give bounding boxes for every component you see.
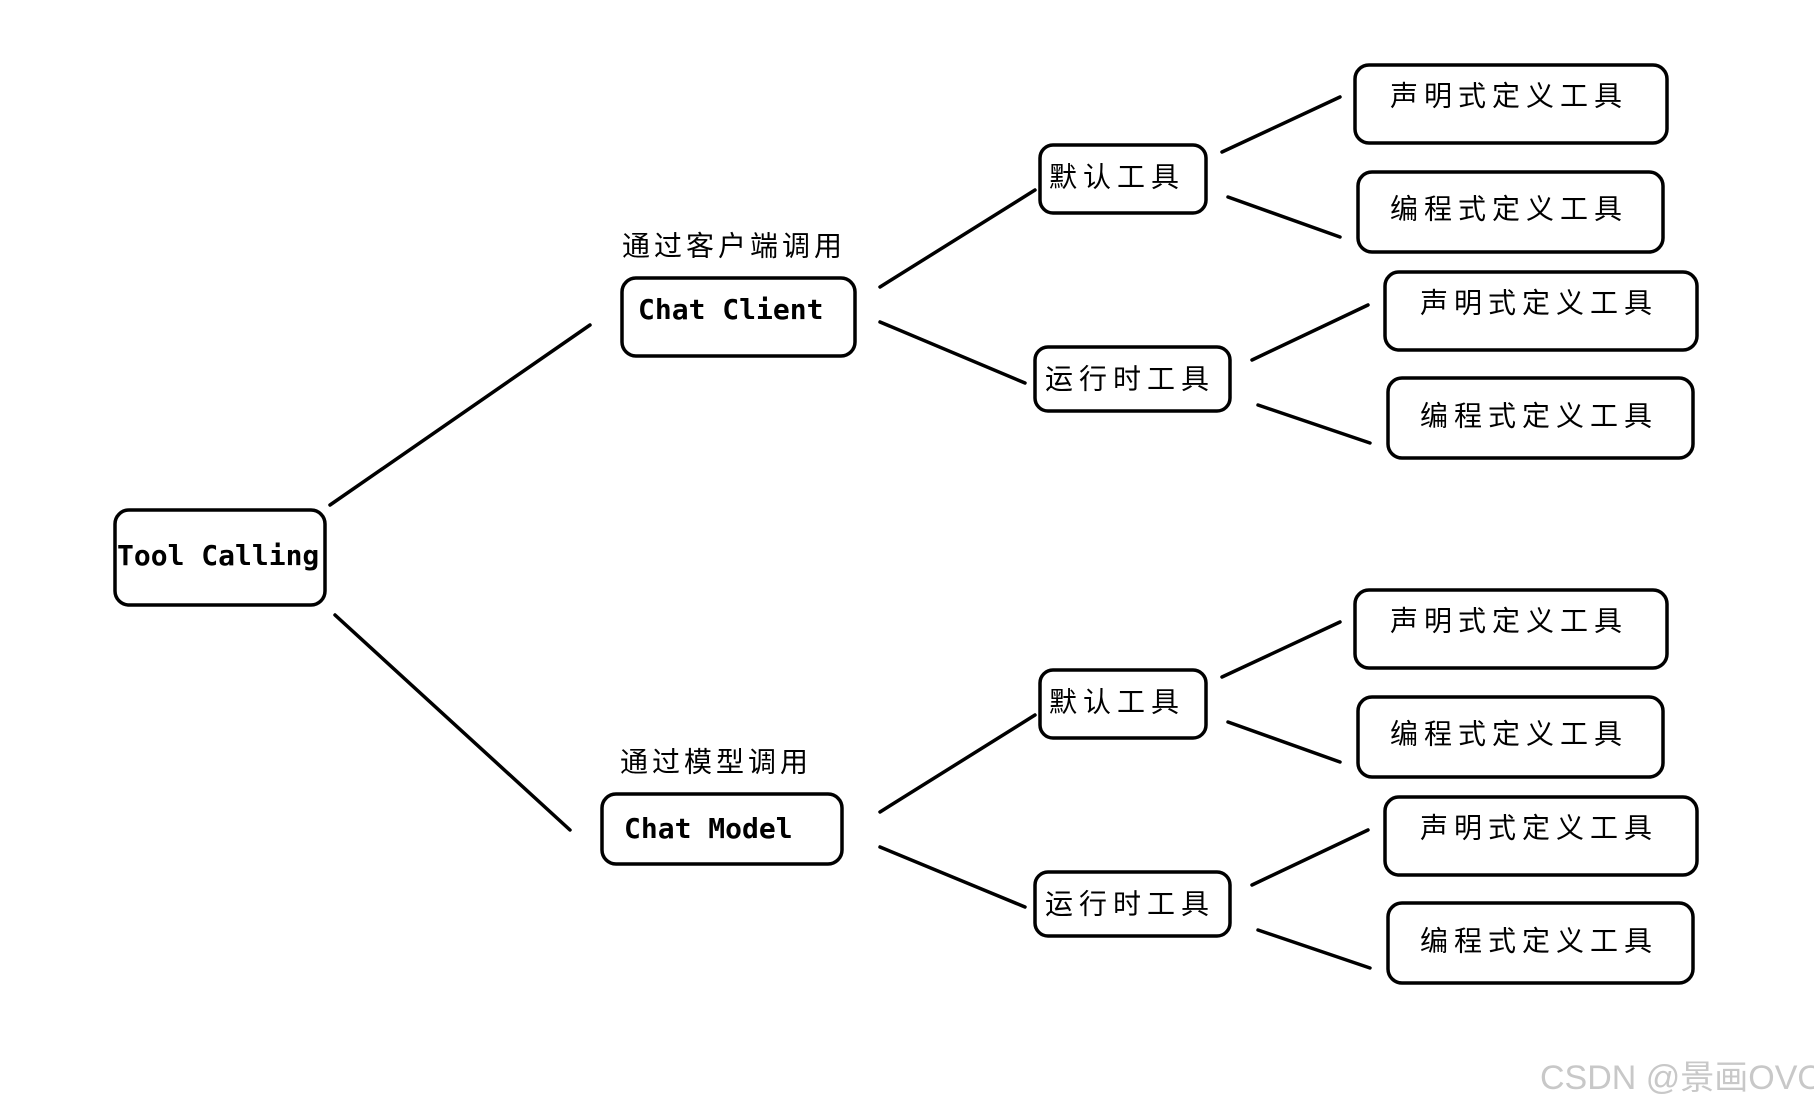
edge-client-runtime-to-declarative [1250,303,1370,362]
client-default-programmatic-label: 编程式定义工具 [1390,193,1628,226]
edge-model-default-to-declarative [1220,620,1342,679]
edge-root-to-chat-model [333,613,572,832]
edge-client-to-default-tools [878,188,1037,289]
client-default-tools-node: 默认工具 [1038,143,1208,215]
client-default-tools-label: 默认工具 [1049,161,1185,194]
client-runtime-tools-node: 运行时工具 [1033,345,1232,413]
chat-client-label: Chat Client [638,293,823,326]
branch-caption-model: 通过模型调用 [620,746,812,779]
model-default-programmatic-leaf: 编程式定义工具 [1356,695,1665,779]
edge-root-to-chat-client [328,323,592,507]
watermark: CSDN @景画OVO [1540,1059,1814,1097]
root-label: Tool Calling [117,539,319,572]
client-runtime-programmatic-leaf: 编程式定义工具 [1386,376,1695,460]
branch-caption-client: 通过客户端调用 [622,230,846,263]
client-default-programmatic-leaf: 编程式定义工具 [1356,170,1665,254]
chat-model-label: Chat Model [624,812,793,845]
client-default-declarative-leaf: 声明式定义工具 [1353,63,1669,145]
model-runtime-tools-label: 运行时工具 [1045,888,1215,921]
model-default-declarative-leaf: 声明式定义工具 [1353,588,1669,670]
model-default-programmatic-label: 编程式定义工具 [1390,718,1628,751]
edge-model-default-to-programmatic [1226,720,1342,764]
model-default-tools-label: 默认工具 [1049,686,1185,719]
client-default-declarative-label: 声明式定义工具 [1390,80,1628,113]
chat-model-node: Chat Model [600,792,844,866]
chat-client-node: Chat Client [620,276,857,358]
model-runtime-programmatic-leaf: 编程式定义工具 [1386,901,1695,985]
edge-client-default-to-declarative [1220,95,1342,154]
edge-client-to-runtime-tools [878,320,1027,385]
client-runtime-tools-label: 运行时工具 [1045,363,1215,396]
client-runtime-declarative-label: 声明式定义工具 [1420,287,1658,320]
model-runtime-programmatic-label: 编程式定义工具 [1420,925,1658,958]
root-node: Tool Calling [113,508,327,607]
edge-model-runtime-to-programmatic [1256,928,1372,970]
model-runtime-declarative-leaf: 声明式定义工具 [1383,795,1699,877]
model-default-declarative-label: 声明式定义工具 [1390,605,1628,638]
edge-model-runtime-to-declarative [1250,828,1370,887]
model-default-tools-node: 默认工具 [1038,668,1208,740]
model-runtime-tools-node: 运行时工具 [1033,870,1232,938]
client-runtime-declarative-leaf: 声明式定义工具 [1383,270,1699,352]
edge-model-to-default-tools [878,713,1037,814]
model-runtime-declarative-label: 声明式定义工具 [1420,812,1658,845]
edge-model-to-runtime-tools [878,845,1027,909]
edge-client-default-to-programmatic [1226,195,1342,239]
client-runtime-programmatic-label: 编程式定义工具 [1420,400,1658,433]
edge-client-runtime-to-programmatic [1256,403,1372,445]
